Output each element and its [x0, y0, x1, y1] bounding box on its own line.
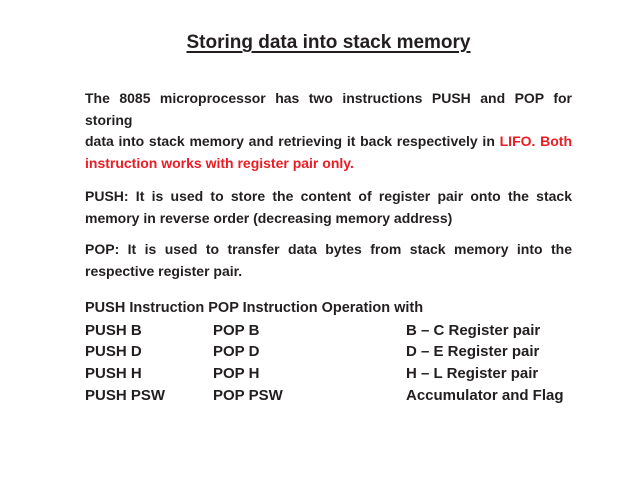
table-row: PUSH D POP D D – E Register pair — [85, 341, 572, 363]
table-row: PUSH PSW POP PSW Accumulator and Flag — [85, 385, 572, 407]
push-instruction-cell: PUSH D — [85, 343, 142, 361]
instruction-table: PUSH Instruction POP Instruction Operati… — [85, 298, 572, 407]
intro-paragraph: The 8085 microprocessor has two instruct… — [85, 88, 572, 175]
push-definition-line-2: memory in reverse order (decreasing memo… — [85, 209, 453, 226]
operation-cell: Accumulator and Flag — [406, 386, 564, 404]
intro-line-3-highlight: instruction works with register pair onl… — [85, 155, 354, 172]
pop-definition-line-1: POP: It is used to transfer data bytes f… — [85, 241, 572, 257]
page-title: Storing data into stack memory — [85, 30, 572, 56]
pop-definition-line-2: respective register pair. — [85, 262, 243, 279]
instruction-table-header: PUSH Instruction POP Instruction Operati… — [85, 300, 424, 316]
push-instruction-cell: PUSH B — [85, 321, 142, 339]
table-row: PUSH B POP B B – C Register pair — [85, 320, 572, 342]
intro-line-1: The 8085 microprocessor has two instruct… — [85, 90, 572, 128]
operation-cell: B – C Register pair — [406, 321, 541, 339]
push-instruction-cell: PUSH H — [85, 365, 142, 383]
table-row: PUSH H POP H H – L Register pair — [85, 363, 572, 385]
pop-definition-paragraph: POP: It is used to transfer data bytes f… — [85, 239, 572, 282]
operation-cell: D – E Register pair — [406, 343, 540, 361]
push-instruction-cell: PUSH PSW — [85, 386, 166, 404]
operation-cell: H – L Register pair — [406, 365, 539, 383]
page-title-text: Storing data into stack memory — [186, 32, 471, 53]
intro-line-2: data into stack memory and retrieving it… — [85, 131, 572, 153]
lifo-highlight-text: LIFO. Both — [499, 133, 573, 150]
push-definition-paragraph: PUSH: It is used to store the content of… — [85, 186, 572, 229]
pop-instruction-cell: POP PSW — [213, 386, 283, 404]
pop-instruction-cell: POP B — [213, 321, 260, 339]
pop-instruction-cell: POP D — [213, 343, 260, 361]
pop-instruction-cell: POP H — [213, 365, 260, 383]
intro-line-2-normal: data into stack memory and retrieving it… — [85, 133, 495, 150]
push-definition-line-1: PUSH: It is used to store the content of… — [85, 188, 572, 204]
